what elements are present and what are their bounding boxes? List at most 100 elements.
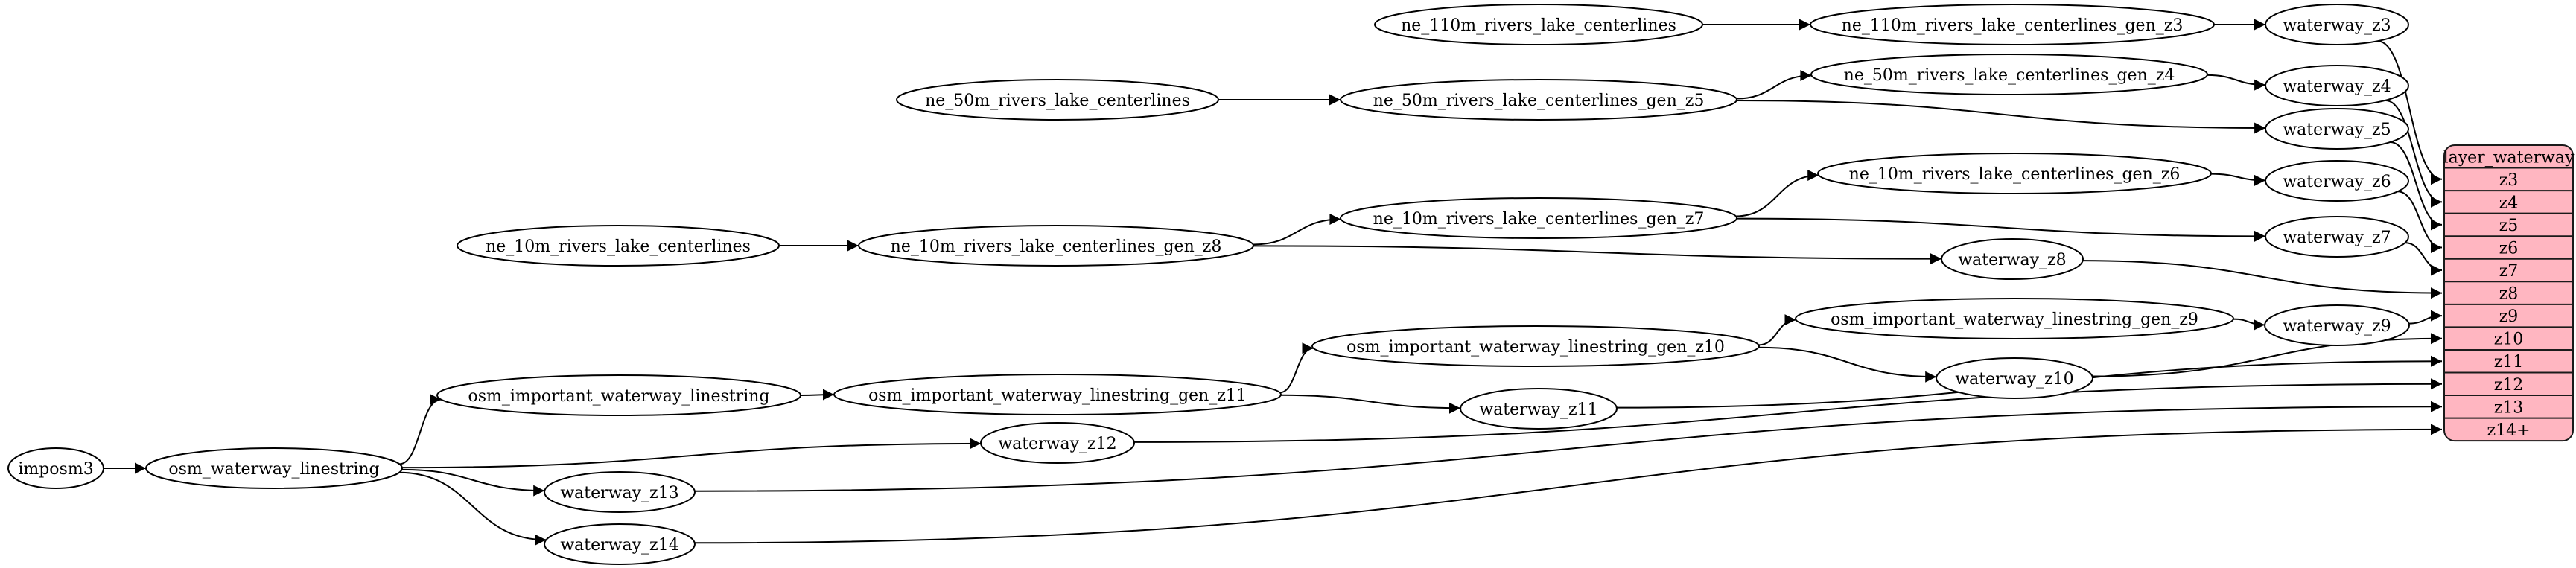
node-ellipse	[1810, 4, 2215, 45]
node-ellipse	[544, 471, 696, 513]
node-ellipse	[2265, 160, 2409, 202]
node-label: ne_10m_rivers_lake_centerlines_gen_z7	[1373, 210, 1705, 229]
edge-osm_important_waterway_linestring_gen_z10-waterway_z10	[1758, 346, 1937, 383]
node-osm-important-waterway-linestring: osm_important_waterway_linestring	[436, 374, 801, 416]
edge-waterway_z14-layer_waterway-z14+	[694, 424, 2443, 544]
table-row-label: z5	[2499, 217, 2519, 235]
nodes-layer: imposm3 osm_waterway_linestring osm_import…	[7, 4, 2410, 565]
node-label: imposm3	[18, 460, 93, 479]
node-ne-50m-rivers-lake-centerlines-gen-z4: ne_50m_rivers_lake_centerlines_gen_z4	[1810, 54, 2208, 95]
table-title: layer_waterway	[2443, 148, 2575, 167]
edge-waterway_z8-layer_waterway-z8	[2082, 260, 2443, 299]
node-waterway-z3: waterway_z3	[2265, 4, 2409, 45]
node-label: ne_10m_rivers_lake_centerlines_gen_z6	[1849, 165, 2181, 184]
node-ne-10m-rivers-lake-centerlines-gen-z8: ne_10m_rivers_lake_centerlines_gen_z8	[858, 225, 1254, 267]
node-ellipse	[544, 523, 696, 565]
edge-osm_important_waterway_linestring_gen_z11-waterway_z11	[1280, 394, 1461, 414]
node-label: waterway_z13	[560, 484, 678, 502]
node-label: osm_important_waterway_linestring_gen_z1…	[1346, 338, 1725, 357]
node-label: waterway_z5	[2283, 121, 2391, 139]
edge-waterway_z4-layer_waterway-z4	[2385, 99, 2443, 208]
edge-ne_50m_rivers_lake_centerlines_gen_z5-waterway_z5	[1736, 100, 2266, 134]
node-label: ne_10m_rivers_lake_centerlines_gen_z8	[891, 237, 1222, 256]
node-waterway-z9: waterway_z9	[2264, 304, 2410, 346]
node-ellipse	[436, 374, 801, 416]
node-ellipse	[457, 225, 780, 267]
node-ellipse	[1460, 388, 1618, 430]
node-ellipse	[1374, 4, 1703, 45]
node-label: waterway_z14	[560, 536, 678, 555]
edge-waterway_z7-layer_waterway-z7	[2405, 242, 2443, 276]
edge-osm_waterway_linestring-osm_important_waterway_linestring	[399, 394, 442, 465]
node-waterway-z4: waterway_z4	[2265, 65, 2409, 106]
edges-layer	[104, 19, 2443, 546]
node-osm-important-waterway-linestring-gen-z10: osm_important_waterway_linestring_gen_z1…	[1311, 325, 1760, 367]
node-ellipse	[2265, 65, 2409, 106]
node-waterway-z8: waterway_z8	[1941, 238, 2084, 280]
node-ne-10m-rivers-lake-centerlines-gen-z6: ne_10m_rivers_lake_centerlines_gen_z6	[1817, 153, 2212, 194]
edge-waterway_z6-layer_waterway-z6	[2397, 191, 2443, 253]
node-ne-110m-rivers-lake-centerlines: ne_110m_rivers_lake_centerlines	[1374, 4, 1703, 45]
table-frame	[2443, 144, 2574, 442]
node-ellipse	[1795, 298, 2234, 339]
node-label: waterway_z11	[1479, 401, 1597, 419]
node-label: waterway_z6	[2283, 173, 2391, 191]
node-label: osm_important_waterway_linestring_gen_z9	[1831, 310, 2198, 329]
edge-waterway_z12-layer_waterway-z12	[1133, 378, 2443, 443]
table-row-label: z10	[2494, 331, 2524, 349]
node-waterway-z10: waterway_z10	[1936, 357, 2093, 399]
node-label: waterway_z8	[1958, 251, 2066, 269]
node-waterway-z6: waterway_z6	[2265, 160, 2409, 202]
node-waterway-z11: waterway_z11	[1460, 388, 1618, 430]
node-waterway-z14: waterway_z14	[544, 523, 696, 565]
node-ellipse	[7, 447, 104, 489]
table-row-label: z7	[2499, 262, 2519, 281]
table-row-label: z12	[2494, 376, 2524, 395]
node-label: waterway_z7	[2283, 229, 2391, 247]
node-ne-50m-rivers-lake-centerlines: ne_50m_rivers_lake_centerlines	[896, 79, 1219, 121]
table-row-label: z14+	[2487, 421, 2530, 440]
edge-osm_important_waterway_linestring_gen_z9-waterway_z9	[2233, 318, 2265, 331]
edge-waterway_z5-layer_waterway-z5	[2390, 141, 2443, 231]
table-row-label: z13	[2494, 398, 2524, 417]
edge-waterway_z10-layer_waterway-z10	[2092, 333, 2443, 377]
node-waterway-z12: waterway_z12	[980, 422, 1135, 464]
node-label: ne_110m_rivers_lake_centerlines_gen_z3	[1842, 16, 2184, 35]
node-waterway-z7: waterway_z7	[2265, 216, 2409, 258]
node-label: ne_50m_rivers_lake_centerlines_gen_z4	[1844, 66, 2175, 85]
node-label: ne_50m_rivers_lake_centerlines_gen_z5	[1373, 92, 1705, 110]
node-label: waterway_z4	[2283, 77, 2391, 96]
edge-osm_waterway_linestring-waterway_z13	[401, 468, 545, 497]
table-row-label: z8	[2499, 285, 2519, 304]
node-label: osm_waterway_linestring	[168, 460, 379, 479]
node-ellipse	[1817, 153, 2212, 194]
edge-ne_10m_rivers_lake_centerlines_gen_z8-ne_10m_rivers_lake_centerlines_gen_z7	[1253, 214, 1341, 246]
node-osm-waterway-linestring: osm_waterway_linestring	[145, 447, 403, 489]
node-ellipse	[1936, 357, 2093, 399]
node-osm-important-waterway-linestring-gen-z9: osm_important_waterway_linestring_gen_z9	[1795, 298, 2234, 339]
table-row-label: z11	[2494, 353, 2524, 371]
table-row-label: z9	[2499, 307, 2519, 326]
edge-osm_waterway_linestring-waterway_z14	[398, 471, 547, 546]
node-label: waterway_z9	[2283, 317, 2391, 336]
node-ne-110m-rivers-lake-centerlines-gen-z3: ne_110m_rivers_lake_centerlines_gen_z3	[1810, 4, 2215, 45]
node-ellipse	[833, 374, 1282, 415]
node-label: waterway_z12	[998, 435, 1116, 453]
edge-osm_waterway_linestring-waterway_z12	[401, 438, 982, 469]
node-ellipse	[1941, 238, 2084, 280]
table-row-label: z4	[2499, 194, 2519, 212]
node-ellipse	[2265, 216, 2409, 258]
node-ellipse	[2265, 108, 2409, 150]
edge-osm_important_waterway_linestring_gen_z11-osm_important_waterway_linestring_gen_z10	[1279, 342, 1314, 394]
node-waterway-z13: waterway_z13	[544, 471, 696, 513]
table-layer: layer_waterwayz3z4z5z6z7z8z9z10z11z12z13…	[2443, 144, 2575, 442]
edge-osm_important_waterway_linestring_gen_z10-osm_important_waterway_linestring_gen_z9	[1758, 314, 1796, 346]
node-ellipse	[145, 447, 403, 489]
node-ne-10m-rivers-lake-centerlines: ne_10m_rivers_lake_centerlines	[457, 225, 780, 267]
node-ellipse	[1311, 325, 1760, 367]
node-ellipse	[1340, 197, 1737, 239]
edge-waterway_z13-layer_waterway-z13	[694, 401, 2443, 492]
table-row-label: z3	[2499, 171, 2519, 190]
node-osm-important-waterway-linestring-gen-z11: osm_important_waterway_linestring_gen_z1…	[833, 374, 1282, 415]
